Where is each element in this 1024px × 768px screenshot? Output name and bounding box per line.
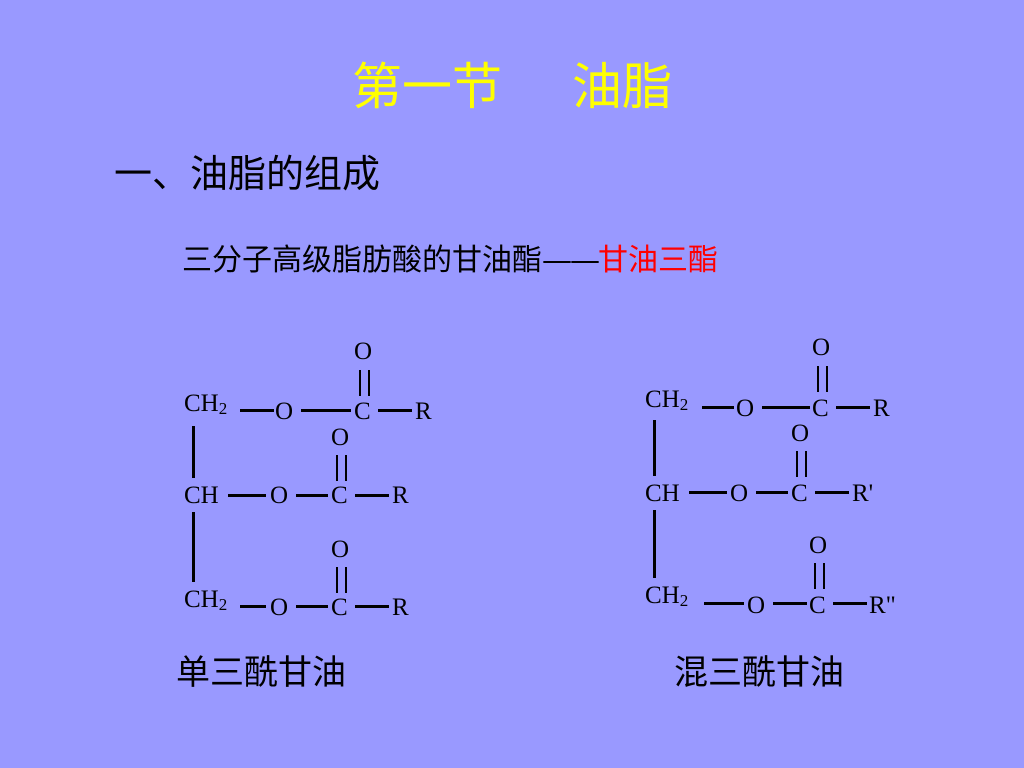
simple-row3-bond-c-o [240, 605, 266, 608]
simple-row1-carbon: CH2 [184, 390, 228, 418]
section-heading: 一、油脂的组成 [114, 152, 381, 196]
definition-highlight: 甘油三酯 [598, 243, 718, 278]
simple-row1-double-bond-a [359, 370, 361, 396]
simple-row1-carbonyl-c: C [354, 398, 371, 425]
mixed-row3-bond-o-c [773, 602, 807, 605]
mixed-row2-double-bond-b [805, 451, 807, 477]
definition-dash: —— [542, 243, 600, 278]
simple-row3-double-bond-b [345, 567, 347, 593]
mixed-row1-double-bond-a [817, 366, 819, 392]
mixed-row1-oxygen: O [736, 395, 755, 422]
mixed-row2-bond-c-r [815, 491, 849, 494]
mixed-row3-carbonyl-c: C [809, 592, 826, 619]
mixed-backbone-bond-1 [653, 420, 656, 476]
simple-caption: 单三酰甘油 [176, 653, 346, 693]
mixed-row2-carbonyl-o: O [791, 420, 810, 447]
simple-row1-oxygen: O [275, 398, 294, 425]
simple-row2-bond-o-c [296, 494, 328, 497]
title-topic: 油脂 [572, 58, 672, 116]
simple-row2-bond-c-o [228, 494, 266, 497]
simple-backbone-bond-2 [192, 512, 195, 582]
simple-row3-bond-o-c [296, 605, 328, 608]
simple-row1-bond-c-o [240, 409, 274, 412]
mixed-row3-carbonyl-o: O [809, 532, 828, 559]
simple-row2-carbonyl-c: C [331, 482, 348, 509]
mixed-row1-carbonyl-c: C [812, 395, 829, 422]
simple-row2-carbonyl-o: O [331, 424, 350, 451]
mixed-row2-carbonyl-c: C [791, 480, 808, 507]
mixed-row1-bond-c-o [702, 406, 734, 409]
simple-row1-bond-c-r [378, 409, 412, 412]
simple-row3-oxygen: O [270, 594, 289, 621]
simple-row1-double-bond-b [368, 370, 370, 396]
simple-row1-carbonyl-o: O [354, 338, 373, 365]
mixed-row3-carbon: CH2 [645, 582, 689, 610]
mixed-row3-bond-c-r [833, 602, 867, 605]
simple-backbone-bond-1 [192, 426, 195, 478]
mixed-row3-double-bond-a [814, 563, 816, 589]
simple-row3-carbonyl-o: O [331, 536, 350, 563]
mixed-row3-bond-c-o [704, 602, 744, 605]
simple-row2-carbon: CH [184, 482, 219, 509]
mixed-row3-group: R" [869, 592, 896, 619]
mixed-caption: 混三酰甘油 [674, 653, 844, 693]
mixed-row1-bond-o-c [762, 406, 810, 409]
simple-row3-double-bond-a [336, 567, 338, 593]
simple-row2-group: R [392, 482, 409, 509]
simple-row1-bond-o-c [301, 409, 351, 412]
simple-row2-bond-c-r [355, 494, 389, 497]
simple-row1-group: R [415, 398, 432, 425]
mixed-row2-double-bond-a [796, 451, 798, 477]
mixed-row1-group: R [873, 395, 890, 422]
mixed-row1-carbonyl-o: O [812, 334, 831, 361]
mixed-row2-group: R' [852, 480, 874, 507]
simple-row2-double-bond-b [345, 455, 347, 481]
mixed-row2-carbon: CH [645, 480, 680, 507]
mixed-backbone-bond-2 [653, 510, 656, 578]
mixed-row3-double-bond-b [823, 563, 825, 589]
simple-row3-carbon: CH2 [184, 586, 228, 614]
mixed-row3-oxygen: O [747, 592, 766, 619]
title-section-number: 第一节 [352, 58, 502, 116]
simple-row3-group: R [392, 594, 409, 621]
simple-row3-carbonyl-c: C [331, 594, 348, 621]
simple-row2-double-bond-a [336, 455, 338, 481]
mixed-row2-bond-o-c [756, 491, 788, 494]
definition-line: 三分子高级脂肪酸的甘油酯——甘油三酯 [182, 238, 718, 284]
mixed-row1-double-bond-b [826, 366, 828, 392]
simple-row2-oxygen: O [270, 482, 289, 509]
mixed-row2-bond-c-o [689, 491, 727, 494]
mixed-row1-bond-c-r [836, 406, 870, 409]
mixed-row2-oxygen: O [730, 480, 749, 507]
mixed-row1-carbon: CH2 [645, 386, 689, 414]
simple-row3-bond-c-r [355, 605, 389, 608]
slide-title: 第一节 油脂 [0, 52, 1024, 122]
definition-text: 三分子高级脂肪酸的甘油酯 [182, 243, 542, 278]
